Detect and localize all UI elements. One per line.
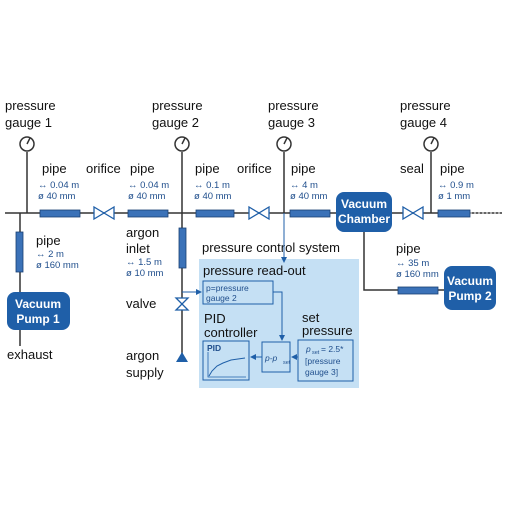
gauge-4-icon bbox=[423, 136, 439, 152]
gauge-2-label-line1: pressure bbox=[152, 98, 203, 113]
vacuum-pump-1-box bbox=[7, 292, 70, 330]
argon-inlet-length: ↔ 1.5 m bbox=[126, 257, 162, 268]
diff-box-sub: set bbox=[283, 360, 291, 366]
vacuum-chamber-label-line2: Chamber bbox=[338, 212, 390, 226]
gauge-3-label-line1: pressure bbox=[268, 98, 319, 113]
pipe-2-body bbox=[127, 209, 169, 218]
gauge-1-icon bbox=[19, 136, 35, 152]
pipe-6-length: ↔ 2 m bbox=[36, 249, 64, 260]
gauge-3-icon bbox=[276, 136, 292, 152]
vacuum-pump-1-label-line2: Pump 1 bbox=[16, 312, 60, 326]
valve-icon bbox=[174, 297, 190, 311]
argon-inlet-label-line2: inlet bbox=[126, 241, 150, 256]
pipe-3-diameter: ø 40 mm bbox=[194, 191, 232, 202]
control-system-title: pressure control system bbox=[202, 240, 340, 255]
pipe-7-body bbox=[397, 286, 439, 295]
pipe-3-length: ↔ 0.1 m bbox=[194, 180, 230, 191]
gauge-1-label-line2: gauge 1 bbox=[5, 115, 52, 130]
pipe-4-body bbox=[289, 209, 331, 218]
argon-inlet-pipe-body bbox=[178, 227, 187, 269]
readout-title: pressure read-out bbox=[203, 263, 306, 278]
vacuum-pump-1-label-line1: Vacuum bbox=[15, 297, 61, 311]
seal-icon bbox=[402, 205, 424, 221]
gauge-4-label-line2: gauge 4 bbox=[400, 115, 447, 130]
pipe-1-length: ↔ 0.04 m bbox=[38, 180, 79, 191]
gauge-2-icon bbox=[174, 136, 190, 152]
pipe-7-diameter: ø 160 mm bbox=[396, 269, 439, 280]
pipe-1-diameter: ø 40 mm bbox=[38, 191, 76, 202]
orifice-1-label: orifice bbox=[86, 161, 121, 176]
vacuum-pump-2-label-line1: Vacuum bbox=[447, 274, 493, 288]
pipe-2-label: pipe bbox=[130, 161, 155, 176]
readout-box-line2: gauge 2 bbox=[206, 293, 237, 303]
setpoint-box bbox=[297, 339, 354, 382]
setpoint-box-line2: [pressure bbox=[305, 356, 341, 366]
pipe-4-length: ↔ 4 m bbox=[290, 180, 318, 191]
pipe-7-label: pipe bbox=[396, 241, 421, 256]
argon-supply-icon bbox=[176, 352, 188, 362]
gauge-3-label-line2: gauge 3 bbox=[268, 115, 315, 130]
readout-box-line1: p=pressure bbox=[206, 283, 249, 293]
pipe-3-body bbox=[195, 209, 235, 218]
pipe-5-diameter: ø 1 mm bbox=[438, 191, 470, 202]
argon-inlet-diameter: ø 10 mm bbox=[126, 268, 164, 279]
pid-response-curve bbox=[208, 357, 246, 377]
setpoint-label-line1: set bbox=[302, 310, 320, 325]
pid-axis bbox=[207, 352, 246, 378]
vacuum-pump-2-label-line2: Pump 2 bbox=[448, 289, 492, 303]
argon-supply-label-line1: argon bbox=[126, 348, 159, 363]
pipe-2-diameter: ø 40 mm bbox=[128, 191, 166, 202]
pipe-5-label: pipe bbox=[440, 161, 465, 176]
setpoint-box-sub: set bbox=[312, 350, 320, 356]
argon-inlet-label-line1: argon bbox=[126, 225, 159, 240]
orifice-1-icon bbox=[93, 205, 115, 221]
pipe-1-body bbox=[39, 209, 81, 218]
pipe-5-body bbox=[437, 209, 471, 218]
valve-label: valve bbox=[126, 296, 156, 311]
gauge-4-label-line1: pressure bbox=[400, 98, 451, 113]
pid-label-line2: controller bbox=[204, 325, 258, 340]
pipe-3-label: pipe bbox=[195, 161, 220, 176]
pid-box bbox=[202, 340, 250, 381]
pipe-7-length: ↔ 35 m bbox=[396, 258, 429, 269]
gauge-1-label-line1: pressure bbox=[5, 98, 56, 113]
seal-label: seal bbox=[400, 161, 424, 176]
pipe-6-body bbox=[15, 231, 24, 273]
pipe-5-length: ↔ 0.9 m bbox=[438, 180, 474, 191]
argon-supply-label-line2: supply bbox=[126, 365, 164, 380]
exhaust-label: exhaust bbox=[7, 347, 53, 362]
diff-box-label: p-p bbox=[264, 353, 278, 363]
setpoint-box-eq: = 2.5* bbox=[321, 344, 344, 354]
setpoint-label-line2: pressure bbox=[302, 323, 353, 338]
orifice-2-icon bbox=[248, 205, 270, 221]
readout-to-diff-arrow bbox=[273, 291, 285, 341]
vacuum-chamber-label-line1: Vacuum bbox=[341, 197, 387, 211]
pipe-4-label: pipe bbox=[291, 161, 316, 176]
setpoint-box-p: p bbox=[305, 344, 311, 354]
vacuum-pump-2-box bbox=[444, 266, 496, 310]
pipe-1-label: pipe bbox=[42, 161, 67, 176]
pid-box-label: PID bbox=[207, 343, 221, 353]
pid-label-line1: PID bbox=[204, 311, 226, 326]
pipe-6-label: pipe bbox=[36, 233, 61, 248]
pipe-6-diameter: ø 160 mm bbox=[36, 260, 79, 271]
vacuum-chamber-box bbox=[336, 192, 392, 232]
setpoint-box-line3: gauge 3] bbox=[305, 367, 338, 377]
gauge-2-label-line2: gauge 2 bbox=[152, 115, 199, 130]
pipe-4-diameter: ø 40 mm bbox=[290, 191, 328, 202]
pipe-2-length: ↔ 0.04 m bbox=[128, 180, 169, 191]
orifice-2-label: orifice bbox=[237, 161, 272, 176]
